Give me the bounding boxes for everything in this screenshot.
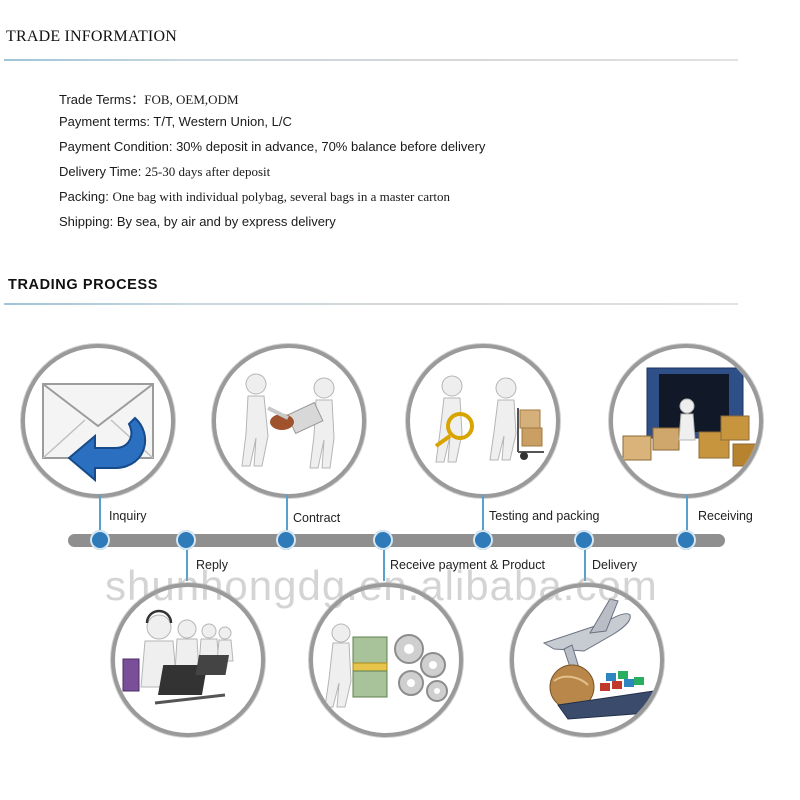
packing-line: Packing: One bag with individual polybag…	[59, 189, 450, 205]
inquiry-node	[90, 530, 110, 550]
receiving-node	[676, 530, 696, 550]
delivery-time-value: 25-30 days after deposit	[144, 164, 271, 179]
step-label-delivery: Delivery	[592, 558, 638, 572]
contract-image	[212, 344, 366, 498]
step-label-reply: Reply	[196, 558, 228, 572]
payment-terms-label: Payment terms:	[59, 114, 154, 129]
delivery-image	[510, 583, 664, 737]
receiving-connector	[686, 495, 688, 533]
inquiry-image	[21, 344, 175, 498]
shipping-label: Shipping:	[59, 214, 117, 229]
handshake-contract-icon	[241, 373, 335, 469]
step-label-receive-payment: Receive payment & Product	[390, 558, 545, 572]
payment-condition-label: Payment Condition:	[59, 139, 177, 154]
call-center-operators-icon	[122, 609, 234, 705]
process-timeline	[68, 534, 725, 547]
receiving-image	[609, 344, 763, 498]
watermark-text: shunhongdg.en.alibaba.com	[105, 562, 658, 609]
step-label-contract: Contract	[293, 511, 341, 525]
payment-terms-value: T/T, Western Union, L/C	[153, 114, 292, 129]
airplane-globe-ship-icon	[542, 598, 655, 720]
trade-terms-line: Trade Terms：FOB, OEM,ODM	[59, 89, 239, 108]
contract-connector	[286, 495, 288, 533]
payment-terms-line: Payment terms: T/T, Western Union, L/C	[59, 114, 292, 130]
shipping-line: Shipping: By sea, by air and by express …	[59, 214, 336, 230]
trading-process-title: TRADING PROCESS	[8, 277, 158, 293]
reply-image	[111, 583, 265, 737]
step-label-testing-packing: Testing and packing	[489, 509, 600, 523]
receive-payment-connector	[383, 549, 385, 581]
magnifier-and-hand-truck-icon	[434, 375, 544, 463]
shipping-value: By sea, by air and by express delivery	[116, 214, 336, 229]
testing-packing-connector	[482, 495, 484, 533]
step-label-inquiry: Inquiry	[109, 509, 147, 523]
reply-node	[176, 530, 196, 550]
delivery-node	[574, 530, 594, 550]
delivery-time-line: Delivery Time: 25-30 days after deposit	[59, 164, 270, 180]
inquiry-connector	[99, 495, 101, 533]
packing-value: One bag with individual polybag, several…	[112, 189, 451, 204]
delivery-time-label: Delivery Time:	[59, 164, 145, 179]
step-label-receiving: Receiving	[698, 509, 753, 523]
section-divider	[4, 303, 738, 305]
reply-connector	[186, 549, 188, 581]
receive-payment-node	[373, 530, 393, 550]
trade-information-title: TRADE INFORMATION	[6, 28, 177, 45]
money-and-gears-icon	[324, 623, 448, 708]
container-with-boxes-icon	[622, 367, 758, 467]
envelope-reply-icon	[42, 383, 154, 483]
receive-payment-image	[309, 583, 463, 737]
trade-terms-value: FOB, OEM,ODM	[144, 92, 239, 107]
testing-packing-node	[473, 530, 493, 550]
packing-label: Packing:	[59, 189, 113, 204]
trade-terms-label: Trade Terms：	[59, 92, 145, 107]
payment-condition-value: 30% deposit in advance, 70% balance befo…	[176, 139, 486, 154]
payment-condition-line: Payment Condition: 30% deposit in advanc…	[59, 139, 485, 155]
contract-node	[276, 530, 296, 550]
testing-packing-image	[406, 344, 560, 498]
delivery-connector	[584, 549, 586, 581]
section-divider	[4, 59, 738, 61]
